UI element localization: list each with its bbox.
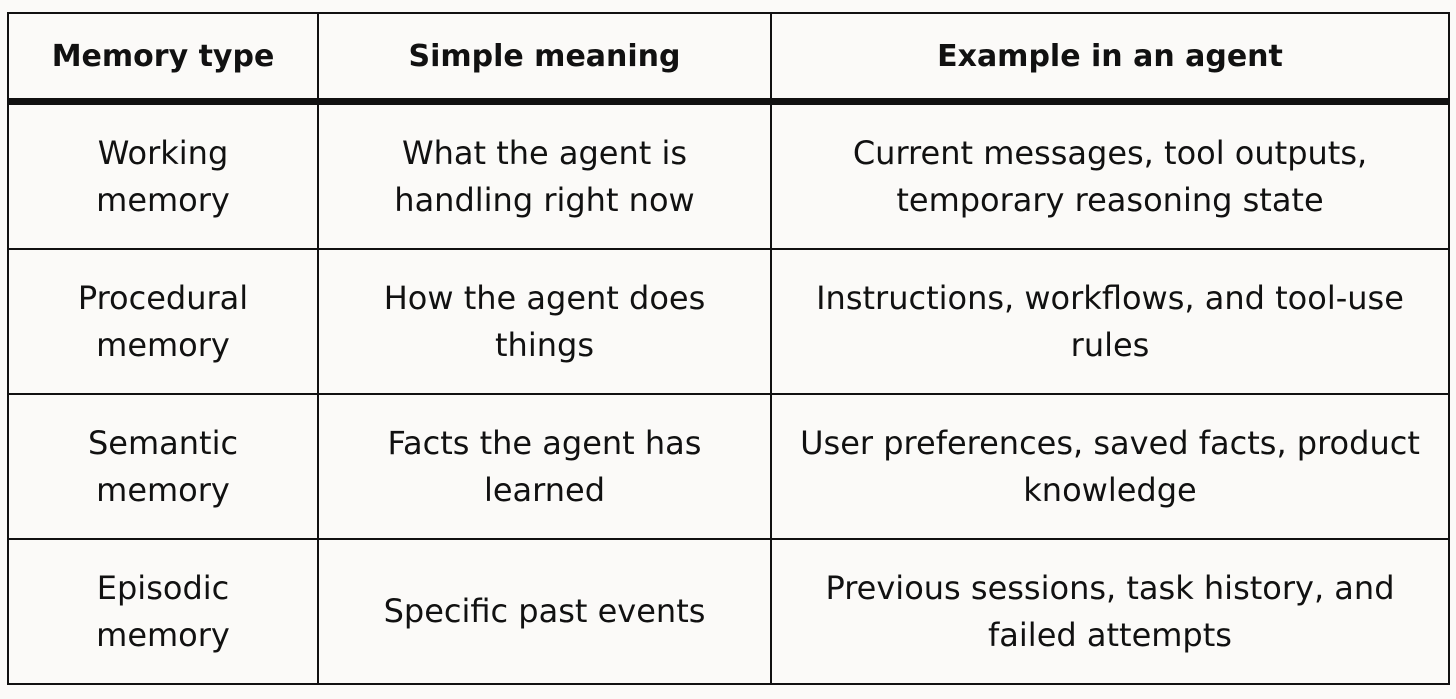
cell-example: Instructions, workflows, and tool-use ru…	[770, 248, 1450, 395]
cell-simple-meaning: How the agent does things	[317, 248, 772, 395]
header-memory-type: Memory type	[7, 12, 319, 105]
cell-example: Current messages, tool outputs, temporar…	[770, 100, 1450, 250]
cell-text: Current messages, tool outputs, temporar…	[852, 133, 1368, 219]
table-row: Working memory What the agent is handlin…	[7, 100, 1450, 250]
cell-text: User preferences, saved facts, product k…	[800, 423, 1420, 509]
cell-memory-type: Episodic memory	[7, 538, 319, 685]
table-row: Semantic memory Facts the agent has lear…	[7, 393, 1450, 540]
table-row: Episodic memory Specific past events Pre…	[7, 538, 1450, 685]
table-header: Memory type Simple meaning Example in an…	[7, 12, 1450, 105]
cell-text: Facts the agent has learned	[387, 423, 702, 509]
header-simple-meaning: Simple meaning	[317, 12, 772, 105]
cell-text: Semantic memory	[87, 423, 239, 509]
cell-text: Instructions, workflows, and tool-use ru…	[816, 278, 1404, 364]
cell-memory-type: Working memory	[7, 100, 319, 250]
cell-example: Previous sessions, task history, and fai…	[770, 538, 1450, 685]
cell-text: Procedural memory	[77, 278, 249, 364]
cell-text: Working memory	[96, 133, 230, 219]
cell-memory-type: Procedural memory	[7, 248, 319, 395]
cell-simple-meaning: Specific past events	[317, 538, 772, 685]
cell-text: Episodic memory	[96, 568, 230, 654]
memory-types-table-container: Memory type Simple meaning Example in an…	[7, 12, 1450, 685]
memory-types-table: Memory type Simple meaning Example in an…	[7, 12, 1450, 685]
cell-memory-type: Semantic memory	[7, 393, 319, 540]
header-example: Example in an agent	[770, 12, 1450, 105]
cell-text: How the agent does things	[383, 278, 706, 364]
cell-text: Specific past events	[383, 592, 706, 630]
cell-example: User preferences, saved facts, product k…	[770, 393, 1450, 540]
table-body: Working memory What the agent is handlin…	[7, 100, 1450, 685]
header-row: Memory type Simple meaning Example in an…	[7, 12, 1450, 105]
cell-text: Previous sessions, task history, and fai…	[825, 568, 1395, 654]
cell-simple-meaning: What the agent is handling right now	[317, 100, 772, 250]
cell-text: What the agent is handling right now	[394, 133, 695, 219]
cell-simple-meaning: Facts the agent has learned	[317, 393, 772, 540]
table-row: Procedural memory How the agent does thi…	[7, 248, 1450, 395]
